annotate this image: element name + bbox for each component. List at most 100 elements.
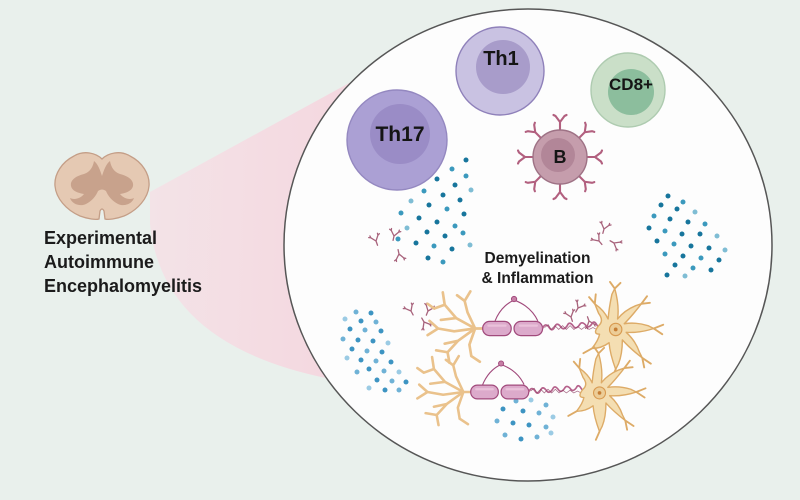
cytokine-dot-icon: [449, 166, 455, 172]
cytokine-dot-icon: [344, 355, 350, 361]
cytokine-dot-icon: [463, 157, 469, 163]
cytokines-lower-left: [340, 309, 409, 393]
cell-nucleus-th17: [370, 104, 430, 164]
cytokine-dot-icon: [389, 378, 395, 384]
antibody-icon: [590, 232, 603, 246]
cytokine-dot-icon: [373, 319, 379, 325]
diagram-title: Experimental Autoimmune Encephalomyeliti…: [44, 226, 202, 298]
demyelination-inflammation-label: Demyelination & Inflammation: [440, 249, 635, 289]
cytokine-dot-icon: [463, 173, 469, 179]
cytokine-dot-icon: [662, 251, 668, 257]
cytokine-dot-icon: [692, 209, 698, 215]
cytokine-dot-icon: [347, 326, 353, 332]
b-cell-receptor-icon: [524, 174, 543, 193]
cytokine-dot-icon: [654, 238, 660, 244]
demyelination-label-line-1: Demyelination: [484, 250, 591, 267]
cytokine-dot-icon: [494, 418, 500, 424]
antibody-icon: [563, 308, 576, 322]
cytokine-dot-icon: [680, 253, 686, 259]
cytokine-dot-icon: [364, 348, 370, 354]
antibody-icon: [393, 248, 407, 263]
cytokine-dot-icon: [667, 216, 673, 222]
cytokine-dot-icon: [368, 310, 374, 316]
cytokine-dot-icon: [680, 199, 686, 205]
cytokine-dot-icon: [698, 255, 704, 261]
cytokine-dot-icon: [452, 182, 458, 188]
antibody-icon: [584, 316, 597, 330]
cytokine-dot-icon: [434, 176, 440, 182]
cytokine-dot-icon: [682, 273, 688, 279]
cytokine-dot-icon: [408, 198, 414, 204]
cytokine-dot-icon: [502, 432, 508, 438]
cytokine-dot-icon: [358, 357, 364, 363]
cytokine-dot-icon: [421, 188, 427, 194]
cytokine-dot-icon: [468, 187, 474, 193]
spinal-cord-illustration: [54, 152, 150, 221]
antibodies-layer: [368, 220, 623, 331]
cytokine-dot-icon: [520, 408, 526, 414]
cytokine-dot-icon: [358, 318, 364, 324]
cytokine-dot-icon: [518, 436, 524, 442]
cytokine-dot-icon: [550, 414, 556, 420]
cytokines-upper-center: [395, 157, 474, 265]
cytokine-dot-icon: [685, 219, 691, 225]
cytokine-dot-icon: [664, 272, 670, 278]
b-cell-receptor-icon: [577, 121, 596, 140]
diagram-title-line-1: Experimental: [44, 228, 158, 248]
cytokine-dot-icon: [388, 359, 394, 365]
antibody-icon: [388, 227, 402, 242]
cell-label-cd8: CD8+: [609, 75, 653, 94]
cytokines-right: [646, 193, 728, 279]
cell-label-th17: Th17: [375, 123, 424, 146]
cytokine-dot-icon: [354, 369, 360, 375]
cytokine-dot-icon: [366, 385, 372, 391]
cytokine-dot-icon: [449, 246, 455, 252]
antibody-icon: [402, 302, 415, 316]
cytokine-dot-icon: [658, 202, 664, 208]
cytokine-dot-icon: [528, 397, 534, 403]
b-cell-receptor-icon: [552, 113, 568, 133]
cell-label-b: B: [554, 147, 567, 167]
diagram-title-line-3: Encephalomyelitis: [44, 276, 203, 296]
cytokine-dot-icon: [355, 337, 361, 343]
cytokine-dot-icon: [646, 225, 652, 231]
cytokine-dot-icon: [452, 223, 458, 229]
cytokine-dot-icon: [513, 398, 519, 404]
cytokine-dot-icon: [370, 338, 376, 344]
cytokines-lower-center: [494, 397, 556, 442]
antibody-icon: [599, 220, 612, 234]
cytokine-dot-icon: [342, 316, 348, 322]
cytokine-dot-icon: [396, 387, 402, 393]
cell-nucleus-th1: [476, 40, 530, 94]
b-cell-receptor-icon: [516, 149, 536, 165]
cytokine-dot-icon: [665, 193, 671, 199]
cytokine-dot-icon: [510, 420, 516, 426]
cell-label-th1: Th1: [483, 48, 519, 70]
cytokine-dot-icon: [722, 247, 728, 253]
cytokine-dot-icon: [467, 242, 473, 248]
cytokine-dot-icon: [353, 309, 359, 315]
cytokine-dot-icon: [500, 406, 506, 412]
cell-th17: Th17: [346, 89, 448, 191]
cytokine-dot-icon: [457, 197, 463, 203]
cytokine-dot-icon: [366, 366, 372, 372]
cytokine-dot-icon: [442, 233, 448, 239]
cytokine-dot-icon: [403, 379, 409, 385]
antibody-icon: [368, 232, 381, 246]
cytokine-dot-icon: [385, 340, 391, 346]
cytokine-dot-icon: [381, 368, 387, 374]
cytokine-dot-icon: [444, 206, 450, 212]
cytokine-dot-icon: [413, 240, 419, 246]
cytokine-dot-icon: [662, 228, 668, 234]
cytokine-dot-icon: [534, 434, 540, 440]
cytokine-dot-icon: [651, 213, 657, 219]
cytokine-dot-icon: [671, 241, 677, 247]
cytokine-dot-icon: [404, 225, 410, 231]
cytokine-dot-icon: [379, 349, 385, 355]
cytokine-dot-icon: [461, 211, 467, 217]
cytokine-dot-icon: [349, 346, 355, 352]
cell-cd8: CD8+: [590, 52, 666, 128]
